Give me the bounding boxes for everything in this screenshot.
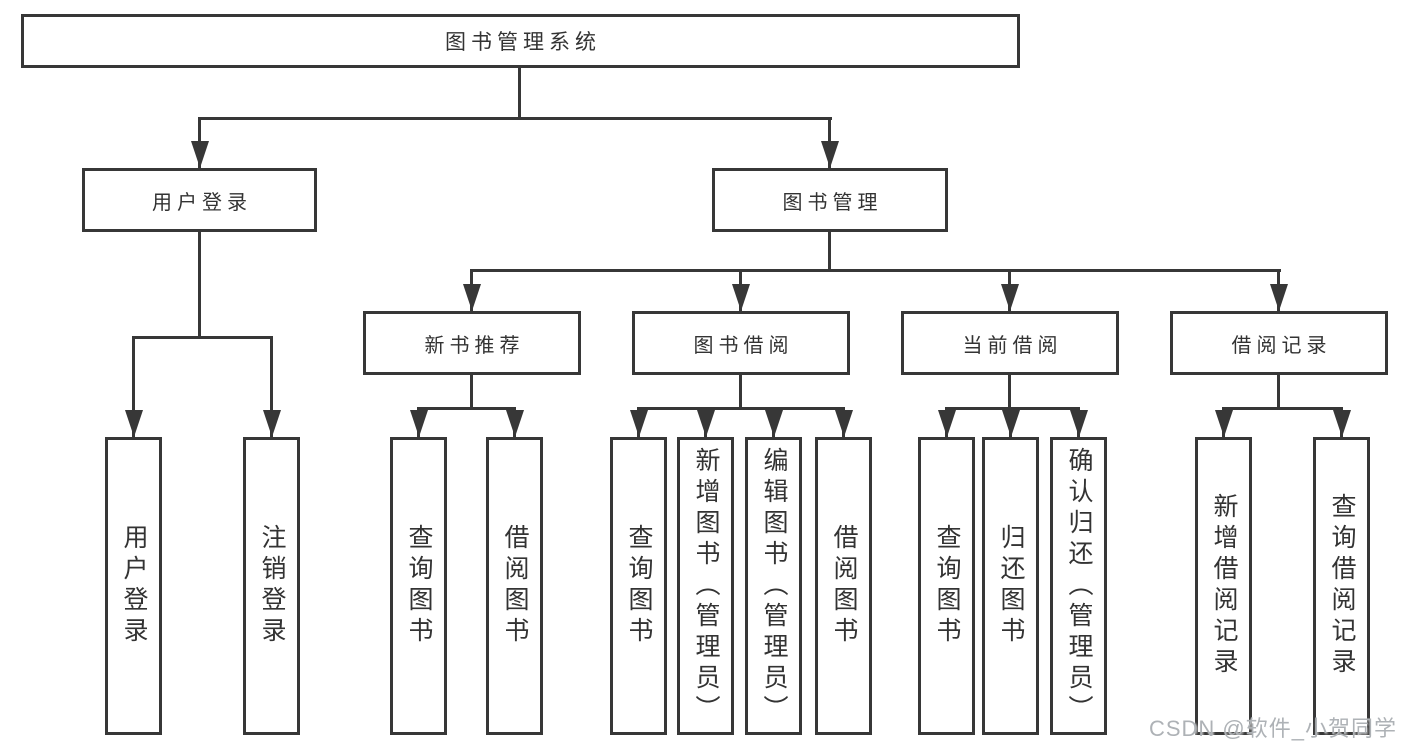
- arrow-down-icon: [1215, 410, 1233, 437]
- node-new-book-recommend: 新书推荐: [363, 311, 581, 375]
- connector-login-bar: [132, 336, 273, 339]
- connector-recommend-stem: [470, 375, 473, 408]
- leaf-confirm-return-admin: 确认归还（管理员）: [1050, 437, 1107, 735]
- leaf-return-book: 归还图书: [982, 437, 1039, 735]
- node-root-label: 图书管理系统: [445, 31, 601, 54]
- leaf-add-book-admin: 新增图书（管理员）: [677, 437, 734, 735]
- leaf-query-borrow-record-label: 查询借阅记录: [1328, 493, 1356, 679]
- leaf-add-borrow-record: 新增借阅记录: [1195, 437, 1252, 735]
- arrow-down-icon: [191, 141, 209, 168]
- node-borrow-records: 借阅记录: [1170, 311, 1388, 375]
- node-current-borrow-label: 当前借阅: [962, 334, 1063, 357]
- leaf-query-books-current-label: 查询图书: [933, 524, 961, 648]
- arrow-down-icon: [630, 410, 648, 437]
- leaf-user-login-label: 用户登录: [120, 524, 148, 648]
- arrow-down-icon: [1270, 284, 1288, 311]
- node-book-management: 图书管理: [712, 168, 948, 232]
- leaf-query-books-borrow: 查询图书: [610, 437, 667, 735]
- arrow-down-icon: [732, 284, 750, 311]
- node-user-login: 用户登录: [82, 168, 317, 232]
- connector-borrow-stem: [739, 375, 742, 408]
- arrow-down-icon: [1002, 410, 1020, 437]
- leaf-borrow-books-recommend: 借阅图书: [486, 437, 543, 735]
- arrow-down-icon: [125, 410, 143, 437]
- connector-mgmt-stem: [828, 232, 831, 270]
- leaf-borrow-books-borrow-label: 借阅图书: [830, 524, 858, 648]
- leaf-user-login: 用户登录: [105, 437, 162, 735]
- leaf-edit-book-admin-label: 编辑图书（管理员）: [760, 446, 788, 726]
- leaf-query-borrow-record: 查询借阅记录: [1313, 437, 1370, 735]
- connector-records-stem: [1277, 375, 1280, 408]
- arrow-down-icon: [1070, 410, 1088, 437]
- connector-login-stem: [198, 232, 201, 337]
- leaf-logout: 注销登录: [243, 437, 300, 735]
- leaf-borrow-books-borrow: 借阅图书: [815, 437, 872, 735]
- connector-root-stem: [518, 68, 521, 120]
- leaf-query-books-recommend-label: 查询图书: [405, 524, 433, 648]
- arrow-down-icon: [410, 410, 428, 437]
- leaf-logout-label: 注销登录: [258, 524, 286, 648]
- connector-current-stem: [1008, 375, 1011, 408]
- arrow-down-icon: [765, 410, 783, 437]
- node-book-management-label: 图书管理: [782, 191, 883, 214]
- arrow-down-icon: [263, 410, 281, 437]
- leaf-confirm-return-admin-label: 确认归还（管理员）: [1065, 446, 1093, 726]
- leaf-query-books-borrow-label: 查询图书: [625, 524, 653, 648]
- connector-login-drop: [270, 336, 273, 437]
- connector-current-bar: [945, 407, 1080, 410]
- arrow-down-icon: [463, 284, 481, 311]
- leaf-query-books-current: 查询图书: [918, 437, 975, 735]
- leaf-return-book-label: 归还图书: [997, 524, 1025, 648]
- arrow-down-icon: [938, 410, 956, 437]
- connector-recommend-bar: [417, 407, 516, 410]
- connector-records-bar: [1222, 407, 1343, 410]
- node-user-login-label: 用户登录: [152, 191, 252, 214]
- leaf-edit-book-admin: 编辑图书（管理员）: [745, 437, 802, 735]
- arrow-down-icon: [697, 410, 715, 437]
- csdn-watermark: CSDN @软件_小贺同学: [1148, 716, 1397, 741]
- leaf-borrow-books-recommend-label: 借阅图书: [501, 524, 529, 648]
- node-book-borrow-label: 图书借阅: [693, 334, 794, 357]
- leaf-query-books-recommend: 查询图书: [390, 437, 447, 735]
- arrow-down-icon: [821, 141, 839, 168]
- connector-root-bar: [198, 117, 832, 120]
- arrow-down-icon: [835, 410, 853, 437]
- node-new-book-recommend-label: 新书推荐: [424, 334, 525, 357]
- node-book-borrow: 图书借阅: [632, 311, 850, 375]
- leaf-add-borrow-record-label: 新增借阅记录: [1210, 493, 1238, 679]
- leaf-add-book-admin-label: 新增图书（管理员）: [692, 446, 720, 726]
- connector-mgmt-bar: [470, 269, 1281, 272]
- connector-login-drop: [132, 336, 135, 437]
- node-current-borrow: 当前借阅: [901, 311, 1119, 375]
- arrow-down-icon: [1333, 410, 1351, 437]
- arrow-down-icon: [1001, 284, 1019, 311]
- node-borrow-records-label: 借阅记录: [1231, 334, 1332, 357]
- node-root: 图书管理系统: [21, 14, 1020, 68]
- connector-borrow-bar: [637, 407, 845, 410]
- arrow-down-icon: [506, 410, 524, 437]
